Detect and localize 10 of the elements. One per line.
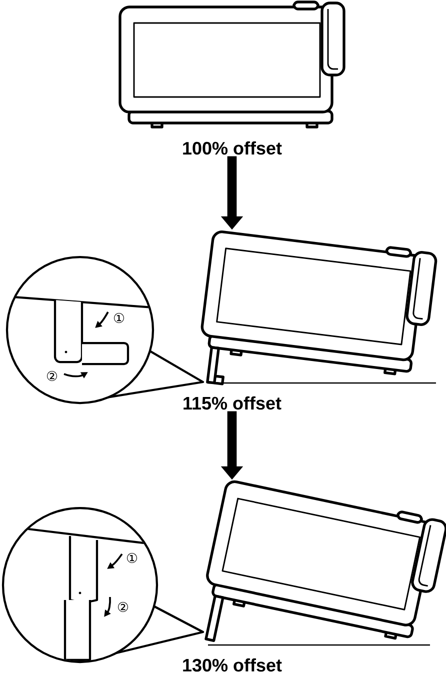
projector-drawing <box>204 480 446 646</box>
caption: 115% offset <box>184 396 282 410</box>
caption: 130% offset <box>183 658 282 672</box>
projector-drawing <box>200 230 438 386</box>
step-number: ① <box>114 313 124 323</box>
projector-drawing <box>118 0 346 128</box>
step-number: ① <box>127 553 137 563</box>
step-number: ② <box>118 602 128 612</box>
step-number: ② <box>47 371 57 381</box>
caption: 100% offset <box>183 141 282 155</box>
